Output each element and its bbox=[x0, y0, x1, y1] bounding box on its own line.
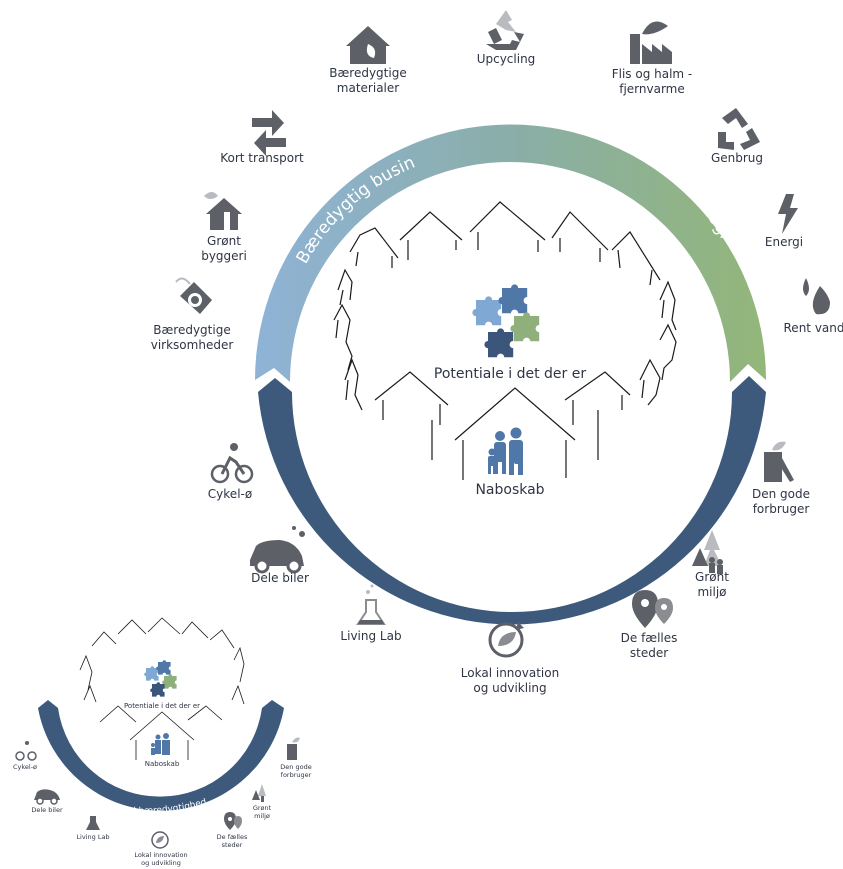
mini-cyclist-icon bbox=[15, 741, 37, 761]
center-bottom-caption: Naboskab bbox=[475, 482, 545, 498]
mini-center-top-caption: Potentiale i det der er bbox=[123, 702, 201, 710]
mini-center-bottom-caption: Naboskab bbox=[144, 760, 180, 768]
label-upcycling: Upcycling bbox=[476, 52, 536, 66]
label-vand: Rent vand bbox=[783, 321, 843, 335]
mini-label-delebiler: Dele biler bbox=[31, 806, 63, 814]
flask-icon bbox=[356, 584, 386, 625]
houses-outline bbox=[333, 201, 677, 480]
center-top-caption: Potentiale i det der er bbox=[433, 366, 587, 382]
upcycling-recycle-icon bbox=[486, 10, 524, 50]
cyclist-icon bbox=[210, 443, 254, 484]
trees-people-icon bbox=[692, 530, 723, 574]
leaf-cycle-icon bbox=[488, 622, 524, 658]
label-flis: Flis og halm -fjernvarme bbox=[611, 67, 693, 96]
ring-lower-arc bbox=[258, 376, 766, 625]
mini-car-icon bbox=[34, 789, 60, 805]
eco-tag-icon bbox=[175, 277, 212, 314]
mini-houses-outline bbox=[79, 617, 245, 760]
ring-label-bottom: Social bæredygtighed bbox=[405, 549, 591, 587]
mini-label-cykel: Cykel-ø bbox=[12, 763, 38, 771]
puzzle-icon bbox=[472, 284, 540, 358]
mini-map-pins-icon bbox=[224, 812, 242, 830]
label-transport: Kort transport bbox=[220, 151, 304, 165]
car-icon bbox=[250, 526, 305, 574]
ring-upper-arc bbox=[255, 124, 766, 383]
family-icon bbox=[488, 427, 523, 475]
mini-ring-arc bbox=[38, 700, 284, 811]
label-genbrug: Genbrug bbox=[710, 151, 764, 165]
recycle-icon bbox=[718, 108, 760, 150]
lightning-icon bbox=[778, 194, 798, 234]
mini-label-livinglab: Living Lab bbox=[76, 833, 110, 841]
mini-trees-people-icon bbox=[252, 784, 266, 802]
label-energi: Energi bbox=[764, 235, 804, 249]
water-drops-icon bbox=[803, 278, 830, 315]
arrows-exchange-icon bbox=[252, 110, 286, 156]
house-plant-icon bbox=[204, 192, 242, 230]
label-cykel: Cykel-ø bbox=[207, 487, 253, 501]
mini-bag-leaf-icon bbox=[287, 737, 300, 760]
bag-leaf-icon bbox=[764, 441, 794, 482]
label-delebiler: Dele biler bbox=[251, 571, 309, 585]
house-leaf-icon bbox=[346, 26, 390, 64]
mini-flask-icon bbox=[86, 816, 100, 830]
mini-leaf-cycle-icon bbox=[151, 831, 169, 849]
map-pins-icon bbox=[632, 590, 673, 628]
mini-puzzle-icon bbox=[144, 660, 177, 697]
mini-family-icon bbox=[151, 733, 170, 755]
factory-leaf-icon bbox=[630, 21, 672, 64]
label-livinglab: Living Lab bbox=[340, 629, 402, 643]
